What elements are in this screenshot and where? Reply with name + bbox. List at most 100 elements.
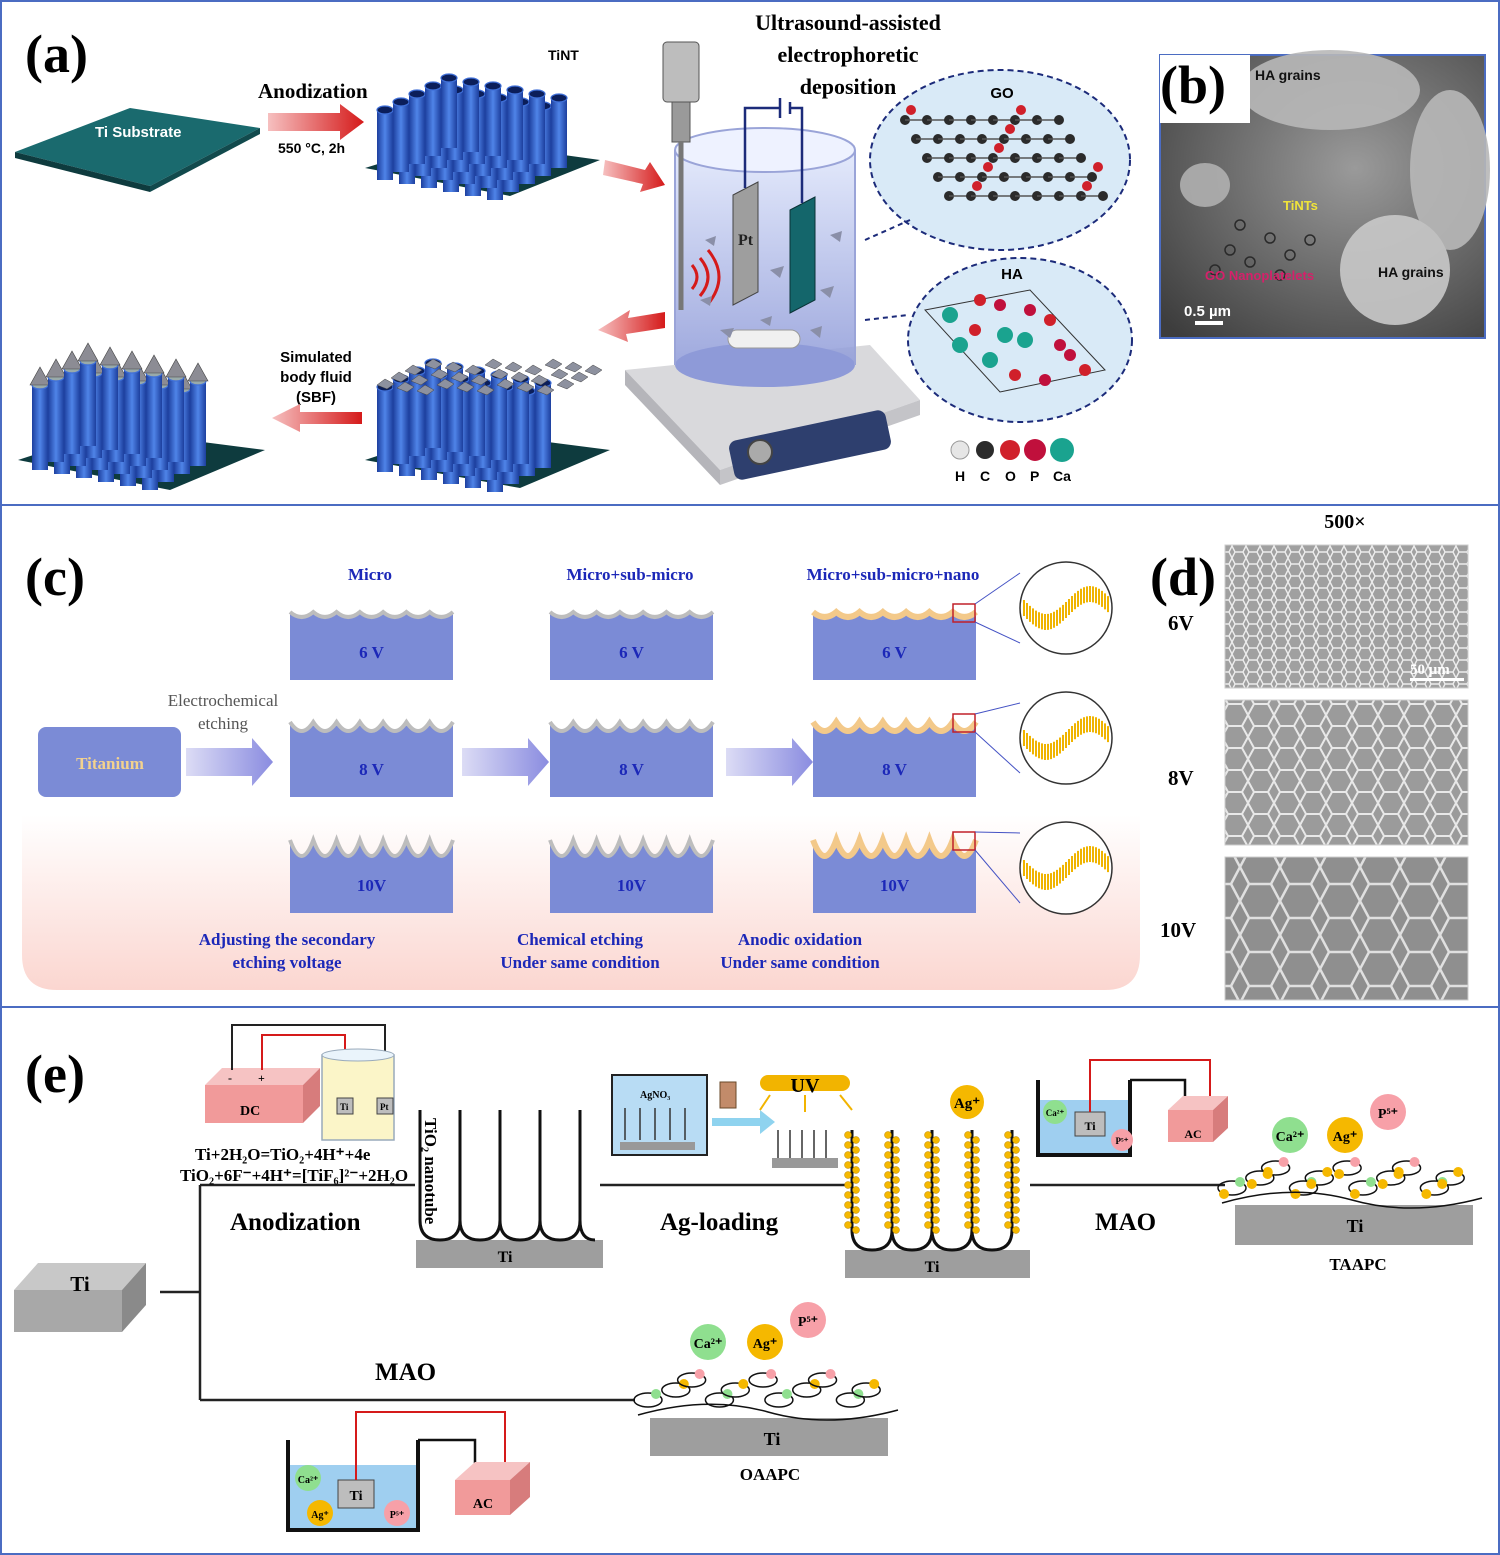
etched-block [290, 840, 453, 913]
nano-texture [1023, 586, 1109, 630]
nanotube-top [528, 89, 546, 99]
ti-substrate: Ti Substrate [15, 108, 260, 192]
nanotube [80, 361, 96, 446]
ion-particle [766, 1369, 777, 1379]
block-voltage-label: 6 V [619, 643, 644, 662]
ag-loaded-tubes: Ti Ag⁺ [844, 1085, 1030, 1278]
ag-particle [844, 1161, 852, 1169]
ag-particle [892, 1216, 900, 1224]
etched-block [290, 612, 453, 680]
block-voltage-label: 10V [880, 876, 910, 895]
ag-particle [1004, 1211, 1012, 1219]
oaapc-label: OAAPC [740, 1465, 800, 1484]
ag-particle [1004, 1191, 1012, 1199]
ag-particle [932, 1176, 940, 1184]
mao-lower-p: P⁵⁺ [390, 1510, 404, 1521]
tio2-nanotubes: Ti TiO₂ nanotube [416, 1110, 603, 1268]
ag-particle [924, 1161, 932, 1169]
ag-particle [1012, 1146, 1020, 1154]
ag-particle [1349, 1189, 1360, 1199]
ag-particle [924, 1191, 932, 1199]
etched-block [813, 840, 976, 913]
beaker-pt: Pt [380, 1102, 389, 1112]
etched-surface [811, 608, 978, 620]
arrow-col2-col3 [726, 738, 813, 786]
pore-ring [676, 1372, 707, 1388]
go-flake [516, 381, 535, 393]
pore-ring [1348, 1180, 1378, 1196]
go-flake [530, 374, 549, 386]
panel-a: (a) Ti Substrate Anodization 550 °C, 2h … [15, 10, 1133, 492]
etched-block [290, 722, 453, 797]
ag-particle [884, 1191, 892, 1199]
block-voltage-label: 10V [357, 876, 387, 895]
ag-particle [844, 1191, 852, 1199]
nanotube-top [550, 93, 568, 103]
dc-label: DC [240, 1104, 260, 1119]
nanotube-top [392, 97, 410, 107]
electrode-label: Pt [738, 232, 754, 249]
mao-lower-ag: Ag⁺ [311, 1510, 329, 1521]
ag-particle [932, 1226, 940, 1234]
go-flake [504, 361, 523, 373]
ag-particle [972, 1216, 980, 1224]
taapc-coating: Ti TAAPC Ca²⁺ Ag⁺ P⁵⁺ [1217, 1094, 1483, 1274]
zoom-line [974, 831, 1021, 834]
ion-particle [869, 1379, 880, 1389]
go-flake [450, 371, 469, 383]
ag-particle [964, 1201, 972, 1209]
dc-minus: - [228, 1071, 232, 1085]
ag-particle [1004, 1141, 1012, 1149]
go-flake [544, 358, 563, 370]
label-tints: TiNTs [1283, 198, 1318, 213]
mao-label-upper: MAO [1095, 1209, 1156, 1236]
ag-particle [892, 1186, 900, 1194]
ag-particle [924, 1221, 932, 1229]
etched-block [813, 722, 976, 797]
go-flake [416, 384, 435, 396]
ag-particle [844, 1131, 852, 1139]
ag-particle [972, 1156, 980, 1164]
ha-crystal [45, 358, 67, 378]
go-flake [396, 381, 415, 393]
scale-bar-b: 0.5 µm [1184, 303, 1231, 320]
ha-crystal [187, 362, 209, 382]
sbf-arrow: Simulated body fluid (SBF) [272, 349, 362, 432]
etch-line-1: Electrochemical [168, 691, 279, 710]
mao-upper-p: P⁵⁺ [1116, 1136, 1129, 1146]
ha-atom [952, 337, 968, 353]
go-label: GO [990, 85, 1014, 102]
etched-surface [288, 609, 455, 619]
ag-particle [964, 1131, 972, 1139]
tint-label: TiNT [548, 47, 579, 63]
oaapc-coating: Ti OAAPC Ca²⁺ Ag⁺ P⁵⁺ [633, 1302, 899, 1484]
sem-8v [1224, 699, 1469, 846]
pore-ring [748, 1372, 778, 1388]
beaker-ti: Ti [340, 1102, 349, 1112]
ag-particle [1004, 1201, 1012, 1209]
legend-c-sphere [976, 441, 994, 459]
ag-particle [892, 1206, 900, 1214]
etched-block [550, 722, 713, 797]
panel-e-letter: (e) [25, 1044, 85, 1104]
nano-texture [1023, 716, 1109, 760]
nanotube-top [440, 73, 458, 83]
ha-atom [982, 352, 998, 368]
ag-particle [1246, 1179, 1257, 1189]
ha-crystal [143, 354, 165, 374]
oxygen-atom [1093, 162, 1103, 172]
nano-texture [1023, 846, 1109, 890]
arrow-col1-col2 [462, 738, 549, 786]
etched-block [550, 612, 713, 680]
go-flake [390, 371, 409, 383]
ag-particle [964, 1211, 972, 1219]
ha-atom [1064, 349, 1076, 361]
pore-ring [1288, 1180, 1319, 1196]
carbon-atom [1087, 172, 1097, 182]
nanotube-top [376, 105, 394, 115]
block-voltage-label: 6 V [359, 643, 384, 662]
etched-surface [288, 718, 455, 733]
ag-particle [1306, 1179, 1317, 1189]
ag-particle [1012, 1136, 1020, 1144]
